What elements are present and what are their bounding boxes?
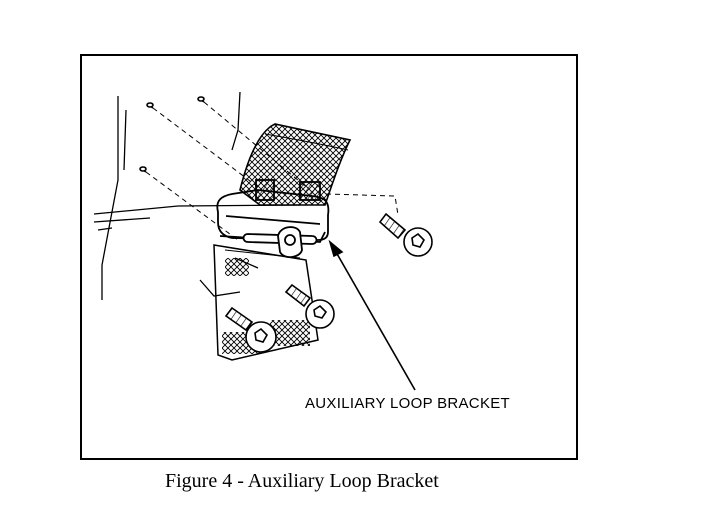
callout-arrow [328, 239, 416, 391]
seat-fitting [199, 257, 259, 297]
auxiliary-loop-bracket [216, 179, 330, 258]
alignment-lines [145, 101, 399, 241]
figure-frame [80, 54, 578, 460]
bolt-lower [224, 306, 277, 353]
bolt-right [378, 212, 433, 257]
callout-label: AUXILIARY LOOP BRACKET [305, 395, 511, 412]
alignment-pins [139, 96, 205, 173]
bolt-middle [284, 283, 335, 329]
figure-caption: Figure 4 - Auxiliary Loop Bracket [165, 470, 439, 492]
